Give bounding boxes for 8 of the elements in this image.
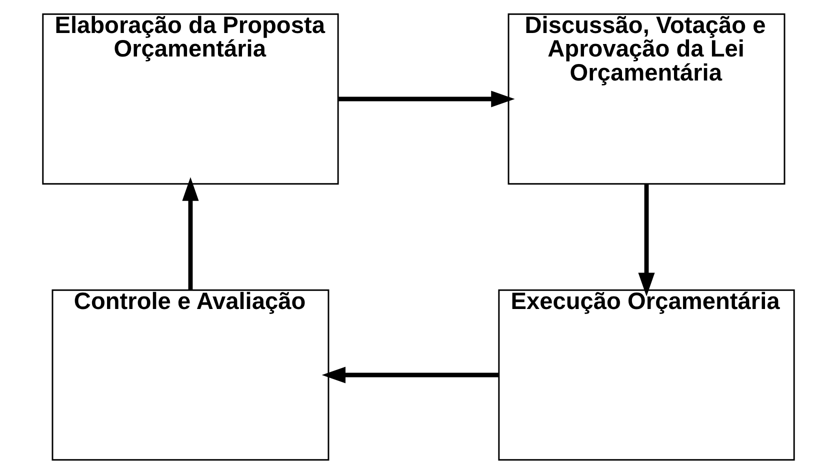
arrow [638, 184, 654, 296]
node-box: Elaboração da Proposta Orçamentária [42, 13, 338, 185]
arrow [321, 366, 498, 384]
arrow [338, 90, 514, 108]
node-box: Execução Orçamentária [498, 289, 794, 461]
node-box: Controle e Avaliação [51, 289, 329, 461]
arrow [182, 177, 198, 290]
node-box: Discussão, Votação e Aprovação da Lei Orçamentária [507, 13, 785, 185]
